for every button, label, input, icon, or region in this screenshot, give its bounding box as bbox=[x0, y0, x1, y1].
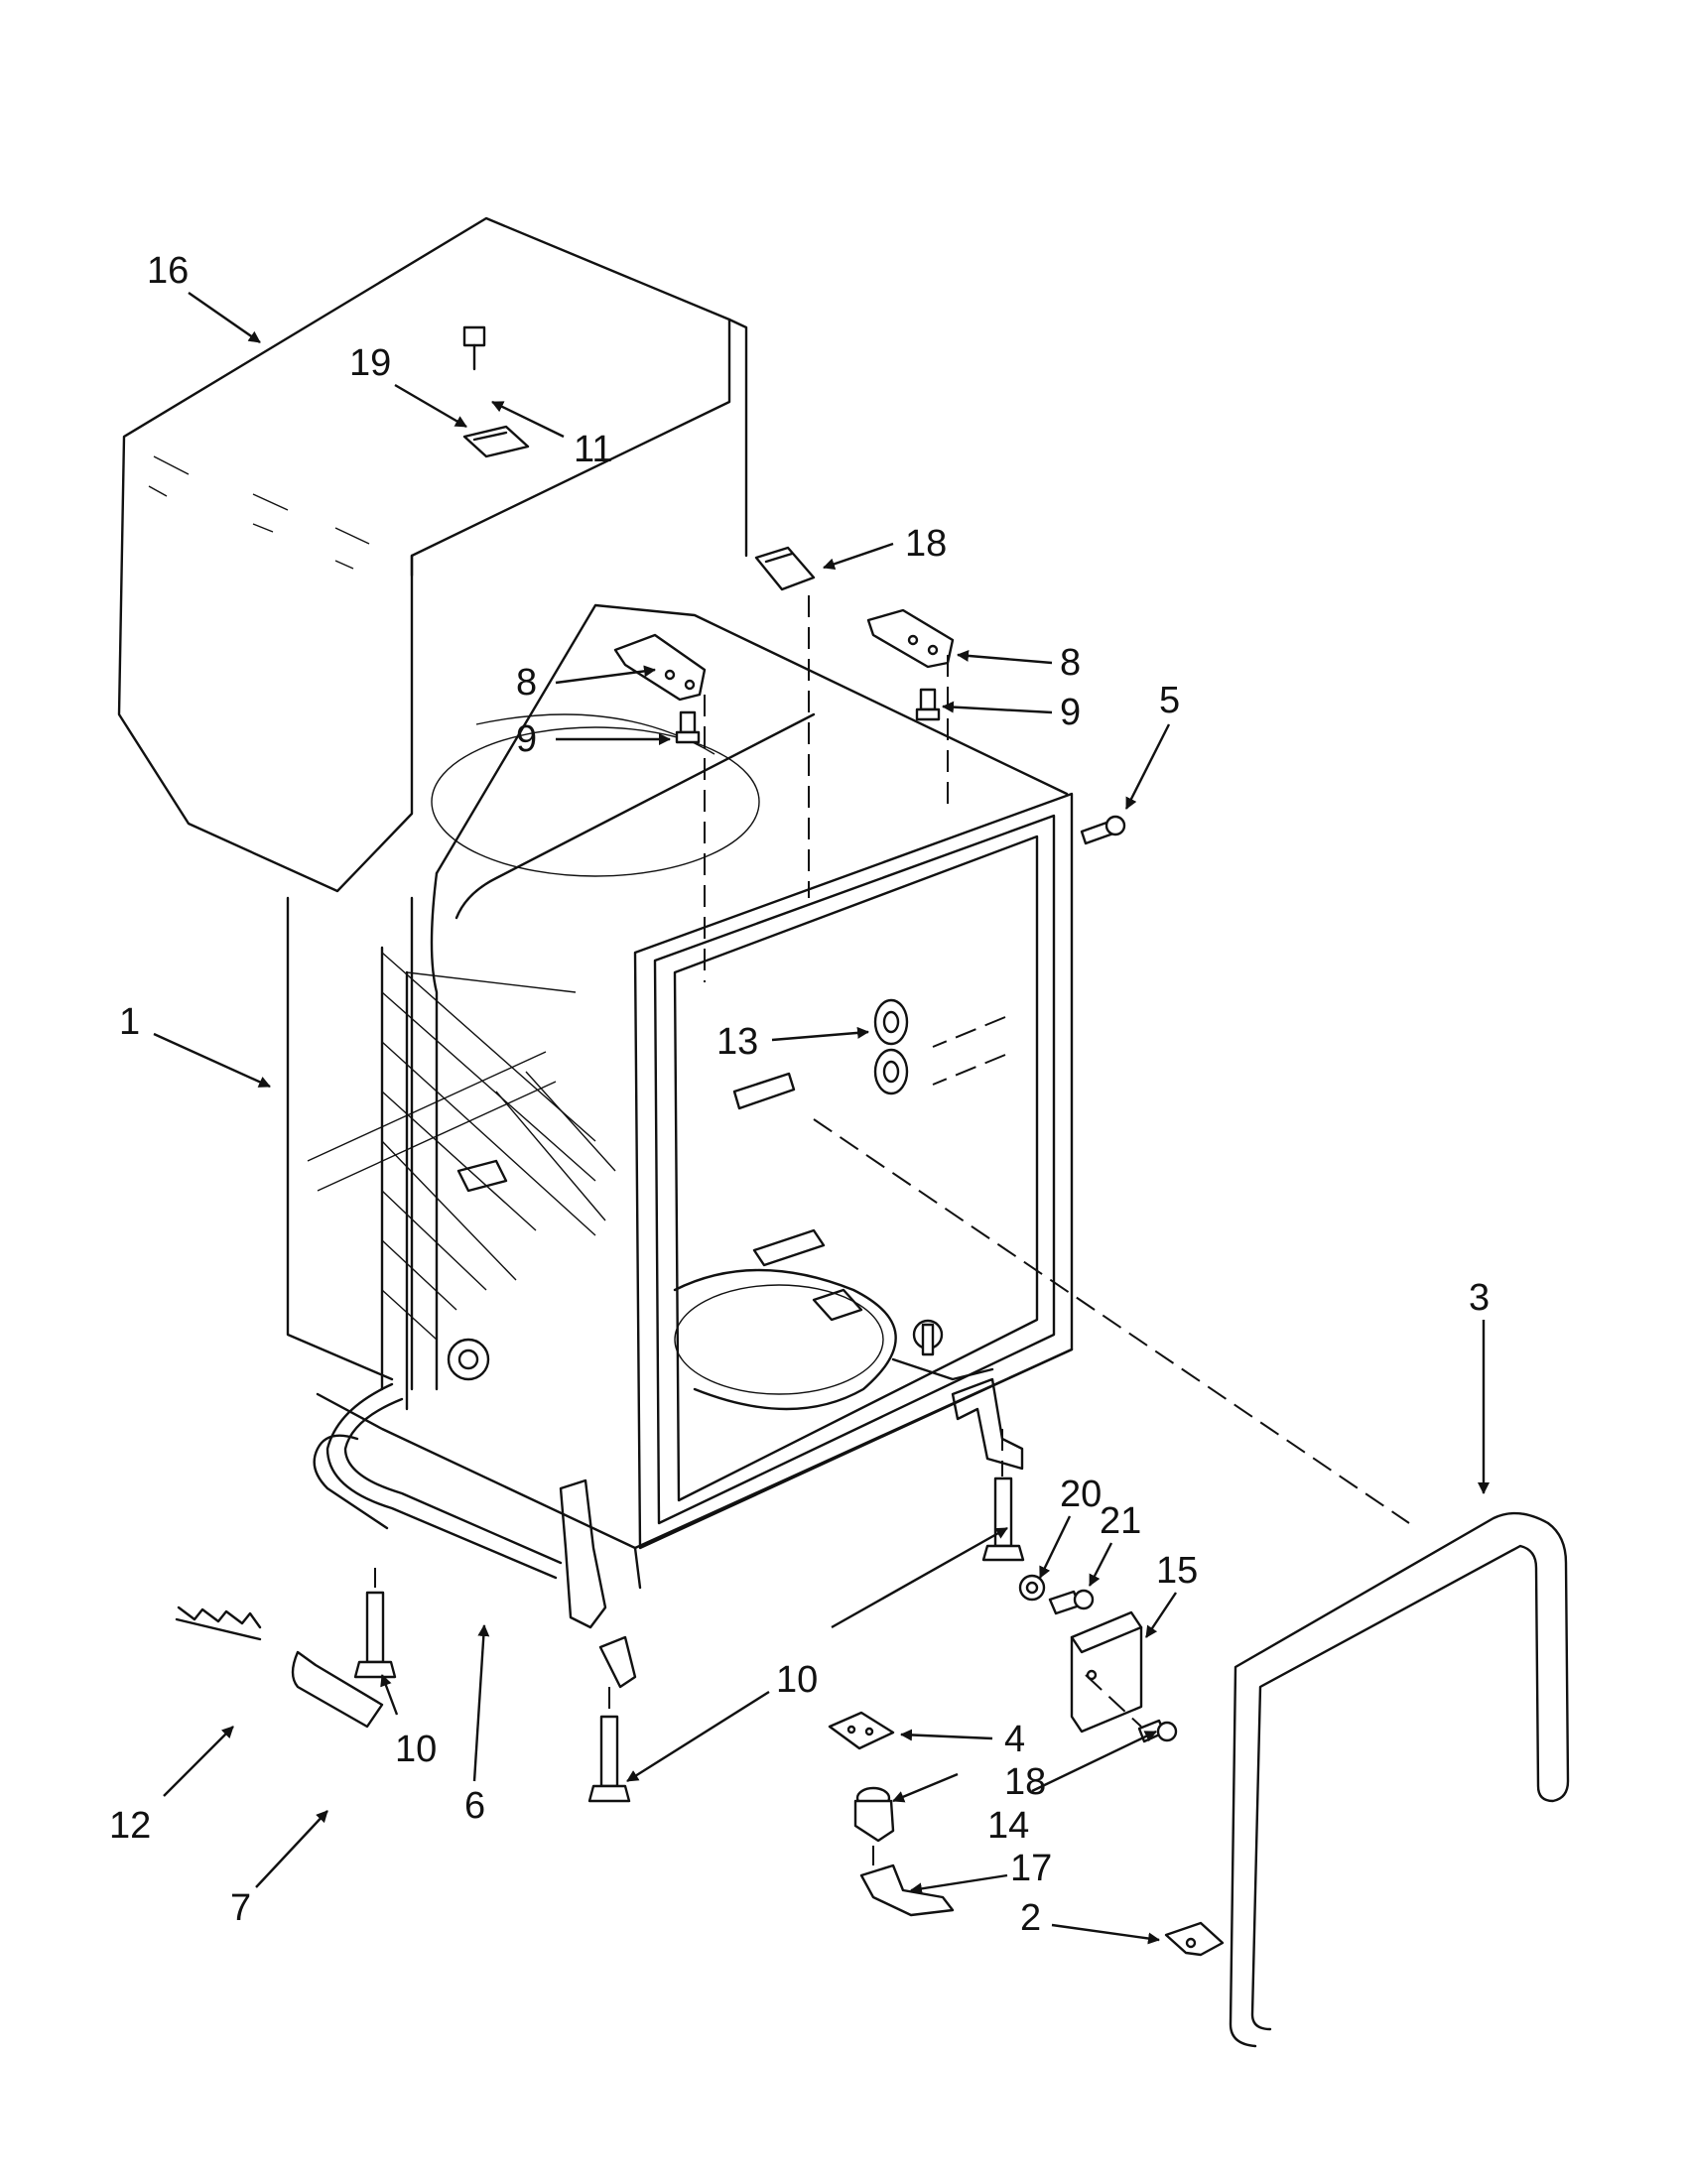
latch-2-part bbox=[1164, 1921, 1225, 1957]
drain-loop-part bbox=[325, 1382, 563, 1580]
bracket-8-left-part bbox=[613, 633, 707, 702]
callout-1: 1 bbox=[119, 1001, 140, 1043]
callout-10-center: 10 bbox=[776, 1659, 818, 1701]
callout-8-left: 8 bbox=[516, 662, 537, 704]
callout-3: 3 bbox=[1469, 1277, 1490, 1319]
callout-7: 7 bbox=[230, 1887, 251, 1929]
callout-15: 15 bbox=[1156, 1550, 1198, 1592]
bracket-15-part bbox=[1070, 1610, 1143, 1734]
callout-18-upper: 18 bbox=[905, 523, 947, 565]
callout-4: 4 bbox=[1004, 1719, 1025, 1760]
screw-14-part bbox=[1137, 1719, 1178, 1743]
clip-18-lower-part bbox=[853, 1786, 895, 1843]
pad-7-part bbox=[291, 1650, 384, 1729]
screw-5-part bbox=[1080, 815, 1126, 845]
callout-14: 14 bbox=[987, 1805, 1029, 1847]
callout-20: 20 bbox=[1060, 1474, 1102, 1515]
bearing-13-part bbox=[873, 998, 909, 1095]
callout-8-right: 8 bbox=[1060, 642, 1081, 684]
callout-19: 19 bbox=[349, 342, 391, 384]
callout-11: 11 bbox=[574, 429, 612, 470]
tub-assembly-part bbox=[286, 603, 1074, 1689]
clip-18-upper-part bbox=[754, 546, 816, 591]
screw-21-part bbox=[1048, 1589, 1095, 1615]
callout-10-left: 10 bbox=[395, 1729, 437, 1770]
callout-6: 6 bbox=[464, 1785, 485, 1827]
insulation-blanket-part bbox=[117, 216, 748, 893]
pad-4-part bbox=[828, 1711, 895, 1750]
callout-2: 2 bbox=[1020, 1897, 1041, 1939]
leg-10-left-part bbox=[353, 1591, 397, 1679]
bracket-19-part bbox=[462, 425, 530, 458]
assembly-lines bbox=[374, 595, 1410, 1865]
callout-18-lower: 18 bbox=[1004, 1761, 1046, 1803]
leg-10-right-part bbox=[981, 1477, 1025, 1562]
door-gasket-part bbox=[1229, 1511, 1570, 2048]
callout-17: 17 bbox=[1010, 1848, 1052, 1889]
callout-12: 12 bbox=[109, 1805, 151, 1847]
spring-12-part bbox=[175, 1606, 262, 1641]
leader-lines bbox=[153, 292, 1490, 1945]
leg-10-center-part bbox=[587, 1715, 631, 1803]
callout-5: 5 bbox=[1159, 680, 1180, 721]
clip-17-part bbox=[859, 1863, 955, 1917]
callout-13: 13 bbox=[716, 1021, 758, 1063]
callout-21: 21 bbox=[1100, 1500, 1141, 1542]
callout-16: 16 bbox=[147, 250, 189, 292]
screw-11-part bbox=[462, 325, 486, 371]
callout-9-right: 9 bbox=[1060, 692, 1081, 733]
screw-9-left-part bbox=[675, 710, 701, 744]
screw-9-right-part bbox=[915, 688, 941, 721]
bracket-8-right-part bbox=[866, 608, 955, 669]
washer-20-part bbox=[1018, 1574, 1046, 1602]
callout-labels: 16 19 11 18 8 8 9 9 5 1 13 3 20 21 15 10… bbox=[109, 250, 1490, 1939]
callout-9-left: 9 bbox=[516, 718, 537, 760]
